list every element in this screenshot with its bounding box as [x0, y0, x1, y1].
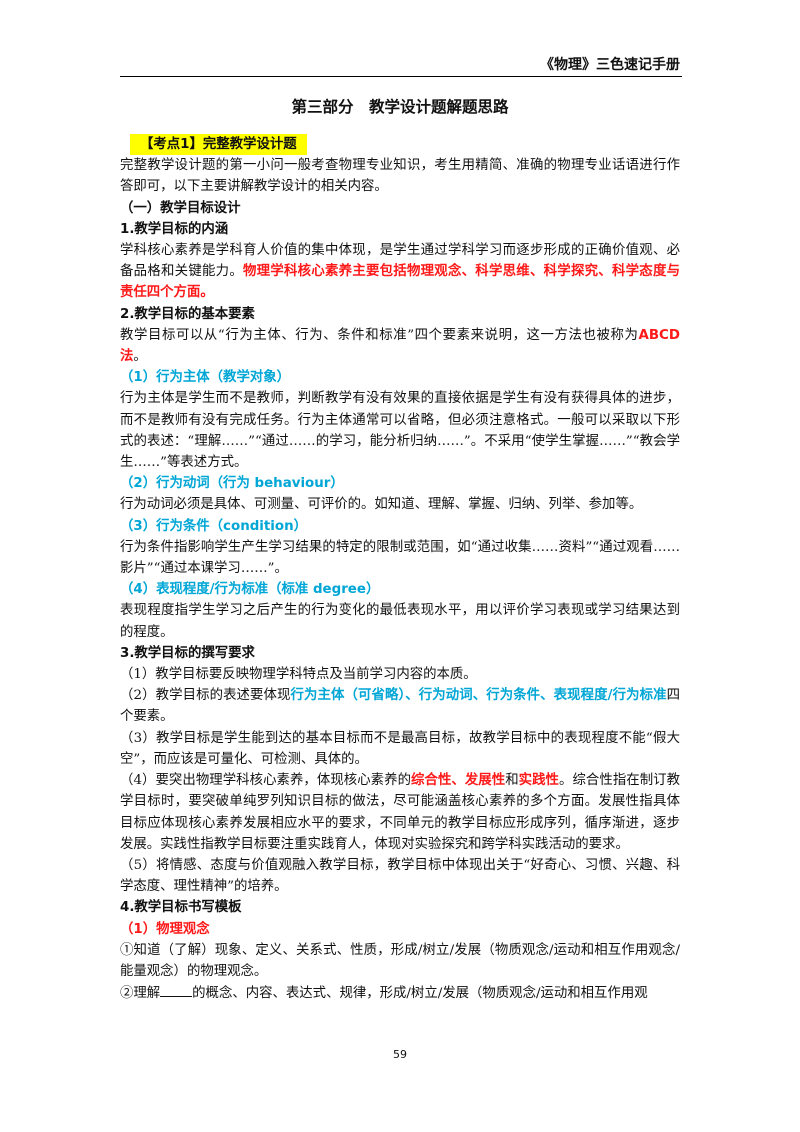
requirement-2-end: 四个要素。	[120, 688, 680, 725]
running-header: 《物理》三色速记手册	[540, 57, 680, 73]
page-number: 59	[393, 1048, 407, 1061]
requirement-4-text: （4）要突出物理学科核心素养，体现核心素养的	[120, 773, 412, 789]
requirement-1: （1）教学目标要反映物理学科特点及当前学习内容的本质。	[120, 667, 477, 683]
requirement-5: （5）将情感、态度与价值观融入教学目标，教学目标中体现出关于“好奇心、习惯、兴趣…	[120, 857, 680, 895]
element-paragraph-4: 表现程度指学生学习之后产生的行为变化的最低表现水平，用以评价学习表现或学习结果达…	[120, 603, 680, 640]
element-heading-3: （3）行为条件（condition）	[120, 518, 308, 534]
requirement-4-end: 。综合性指在制订教学目标时，要突破单纯罗列知识目标的做法，尽可能涵盖核心素养的多…	[120, 773, 681, 852]
template-item-2-text: ②理解	[120, 986, 161, 1002]
section-title: 第三部分 教学设计题解题思路	[291, 98, 509, 116]
template-item-2-end: 的概念、内容、表达式、规律，形成/树立/发展（物质观念/运动和相互作用观	[192, 986, 648, 1002]
template-item-1: ①知道（了解）现象、定义、关系式、性质，形成/树立/发展（物质观念/运动和相互作…	[120, 942, 680, 979]
requirement-2-text: （2）教学目标的表述要体现	[120, 688, 291, 704]
template-item-2: ②理解 的概念、内容、表达式、规律，形成/树立/发展（物质观念/运动和相互作用观	[120, 982, 680, 1004]
page-content: 第三部分 教学设计题解题思路 【考点1】完整教学设计题 完整教学设计题的第一小问…	[120, 90, 680, 1004]
paragraph-1: 学科核心素养是学科育人价值的集中体现，是学生通过学科学习而逐步形成的正确价值观、…	[120, 240, 680, 304]
paragraph-2-red: ABCD法	[120, 327, 680, 365]
element-paragraph-3: 行为条件指影响学生产生学习结果的特定的限制或范围，如“通过收集……资料”“通过观…	[120, 539, 680, 577]
element-heading-1: （1）行为主体（教学对象）	[120, 370, 291, 386]
element-heading-4: （4）表现程度/行为标准（标准 degree）	[120, 582, 380, 598]
heading-1: 1.教学目标的内涵	[120, 221, 229, 237]
requirement-4-red-1: 综合性、发展性	[411, 773, 506, 789]
kaodian-row: 【考点1】完整教学设计题	[120, 134, 680, 156]
requirement-4-and: 和	[505, 773, 519, 789]
fill-blank	[160, 982, 193, 998]
heading-4: 4.教学目标书写模板	[120, 900, 242, 916]
paragraph-2: 教学目标可以从“行为主体、行为、条件和标准”四个要素来说明，这一方法也被称为AB…	[120, 325, 680, 367]
element-paragraph-2: 行为动词必须是具体、可测量、可评价的。如知道、理解、掌握、归纳、列举、参加等。	[120, 497, 643, 513]
kaodian-highlight: 【考点1】完整教学设计题	[130, 134, 307, 156]
paragraph-2-text: 教学目标可以从“行为主体、行为、条件和标准”四个要素来说明，这一方法也被称为	[120, 327, 639, 343]
paragraph-1-red: 物理学科核心素养主要包括物理观念、科学思维、科学探究、科学态度与责任四个方面。	[120, 264, 681, 301]
requirement-3: （3）教学目标是学生能到达的基本目标而不是最高目标，故教学目标中的表现程度不能“…	[120, 730, 680, 767]
requirement-4: （4）要突出物理学科核心素养，体现核心素养的综合性、发展性和实践性。综合性指在制…	[120, 770, 680, 855]
element-heading-2: （2）行为动词（行为 behaviour）	[120, 476, 344, 492]
intro-paragraph: 完整教学设计题的第一小问一般考查物理专业知识，考生用精简、准确的物理专业话语进行…	[120, 158, 680, 195]
requirement-2-blue: 行为主体（可省略）、行为动词、行为条件、表现程度/行为标准	[290, 688, 667, 704]
template-heading-1: （1）物理观念	[120, 921, 210, 937]
heading-2: 2.教学目标的基本要素	[120, 306, 255, 322]
subsection-heading: （一）教学目标设计	[120, 200, 241, 216]
header-divider	[120, 76, 682, 77]
heading-3: 3.教学目标的撰写要求	[120, 645, 255, 661]
requirement-4-red-2: 实践性	[518, 773, 560, 789]
paragraph-1-text: 学科核心素养是学科育人价值的集中体现，是学生通过学科学习而逐步形成的正确价值观、…	[120, 243, 680, 280]
requirement-2: （2）教学目标的表述要体现行为主体（可省略）、行为动词、行为条件、表现程度/行为…	[120, 685, 680, 727]
paragraph-2-end: 。	[133, 349, 147, 365]
element-paragraph-1: 行为主体是学生而不是教师，判断教学有没有效果的直接依据是学生有没有获得具体的进步…	[120, 391, 680, 471]
